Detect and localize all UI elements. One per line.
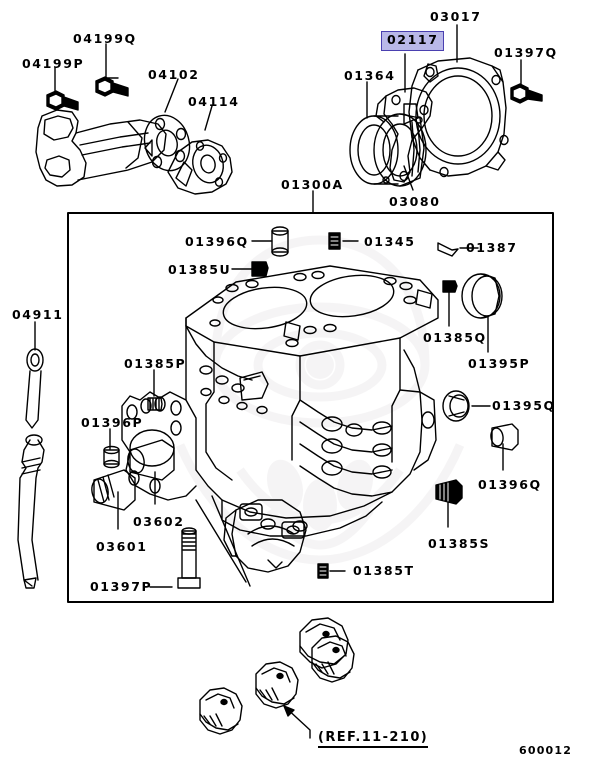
part-label-01385u[interactable]: 01385U [168, 262, 232, 277]
part-label-04911[interactable]: 04911 [12, 307, 64, 322]
part-label-04199p[interactable]: 04199P [22, 56, 85, 71]
part-label-01397q[interactable]: 01397Q [494, 45, 558, 60]
part-04199q-bolt [95, 76, 129, 97]
part-01385t-plug [317, 563, 329, 579]
part-label-04199q[interactable]: 04199Q [73, 31, 137, 46]
part-03601-bushing [91, 469, 136, 511]
part-04911-dipstick [17, 348, 45, 589]
leader-ref-arrow [283, 705, 295, 717]
part-label-01396q-bot[interactable]: 01396Q [478, 477, 542, 492]
leader-04199q [105, 43, 119, 79]
part-01364-seal-ring [349, 115, 399, 185]
part-label-01395p[interactable]: 01395P [468, 356, 531, 371]
part-label-03080[interactable]: 03080 [389, 194, 441, 209]
part-label-01385p[interactable]: 01385P [124, 356, 187, 371]
part-label-01387[interactable]: 01387 [466, 240, 518, 255]
part-01397q-bolt [510, 83, 543, 104]
part-label-03601[interactable]: 03601 [96, 539, 148, 554]
part-label-04114[interactable]: 04114 [188, 94, 240, 109]
part-01397p-bolt [177, 527, 201, 589]
part-01385s-plug [435, 479, 463, 505]
part-04114-plate [167, 139, 233, 195]
leader-04114 [204, 105, 213, 131]
part-03017-housing [408, 57, 509, 178]
part-label-01396p[interactable]: 01396P [81, 415, 144, 430]
part-01385u-plug [251, 261, 269, 277]
part-label-01385s[interactable]: 01385S [428, 536, 491, 551]
leader-04102 [164, 78, 179, 113]
part-bearing-shell-set-3 [311, 635, 355, 683]
part-bearing-shell-set-4 [299, 617, 349, 669]
part-label-01396q-top[interactable]: 01396Q [185, 234, 249, 249]
part-label-04102[interactable]: 04102 [148, 67, 200, 82]
part-bearing-shell-set-2 [255, 661, 299, 709]
part-01396q-top-bushing [271, 226, 289, 257]
part-label-03017[interactable]: 03017 [430, 9, 482, 24]
reference-note[interactable]: (REF.11-210) [318, 730, 429, 748]
part-04102-bracket [35, 109, 191, 187]
leader-03080 [403, 165, 414, 191]
part-03080-oil-seal [373, 113, 427, 187]
part-01300a-cylinder-block [121, 265, 439, 537]
part-04199p-bolt [46, 90, 79, 111]
leader-ref-note [283, 705, 311, 739]
part-label-01385q[interactable]: 01385Q [423, 330, 487, 345]
part-01395p-core-plug [461, 273, 503, 319]
part-01385q-plug [442, 280, 458, 293]
part-label-01300a[interactable]: 01300A [281, 177, 344, 192]
leader-bearing-cap [211, 495, 251, 587]
main-box-frame [67, 212, 554, 603]
part-01396q-bot-bushing [490, 423, 519, 451]
part-label-01385t[interactable]: 01385T [353, 563, 415, 578]
diagram-code: 600012 [519, 744, 573, 757]
part-label-01345[interactable]: 01345 [364, 234, 416, 249]
part-label-01395q[interactable]: 01395Q [492, 398, 556, 413]
part-01387-pin [437, 242, 459, 257]
part-label-02117-highlighted[interactable]: 02117 [381, 31, 444, 51]
part-01345-plug [328, 232, 341, 250]
part-01396p-bushing [103, 445, 120, 469]
part-label-01397p[interactable]: 01397P [90, 579, 153, 594]
part-03602-bushing [127, 439, 175, 481]
part-label-03602[interactable]: 03602 [133, 514, 185, 529]
leader-bearing-cap-2 [195, 499, 247, 583]
part-bearing-shell-set-1 [199, 687, 243, 735]
part-label-01364[interactable]: 01364 [344, 68, 396, 83]
part-01395q-plug [442, 390, 470, 422]
